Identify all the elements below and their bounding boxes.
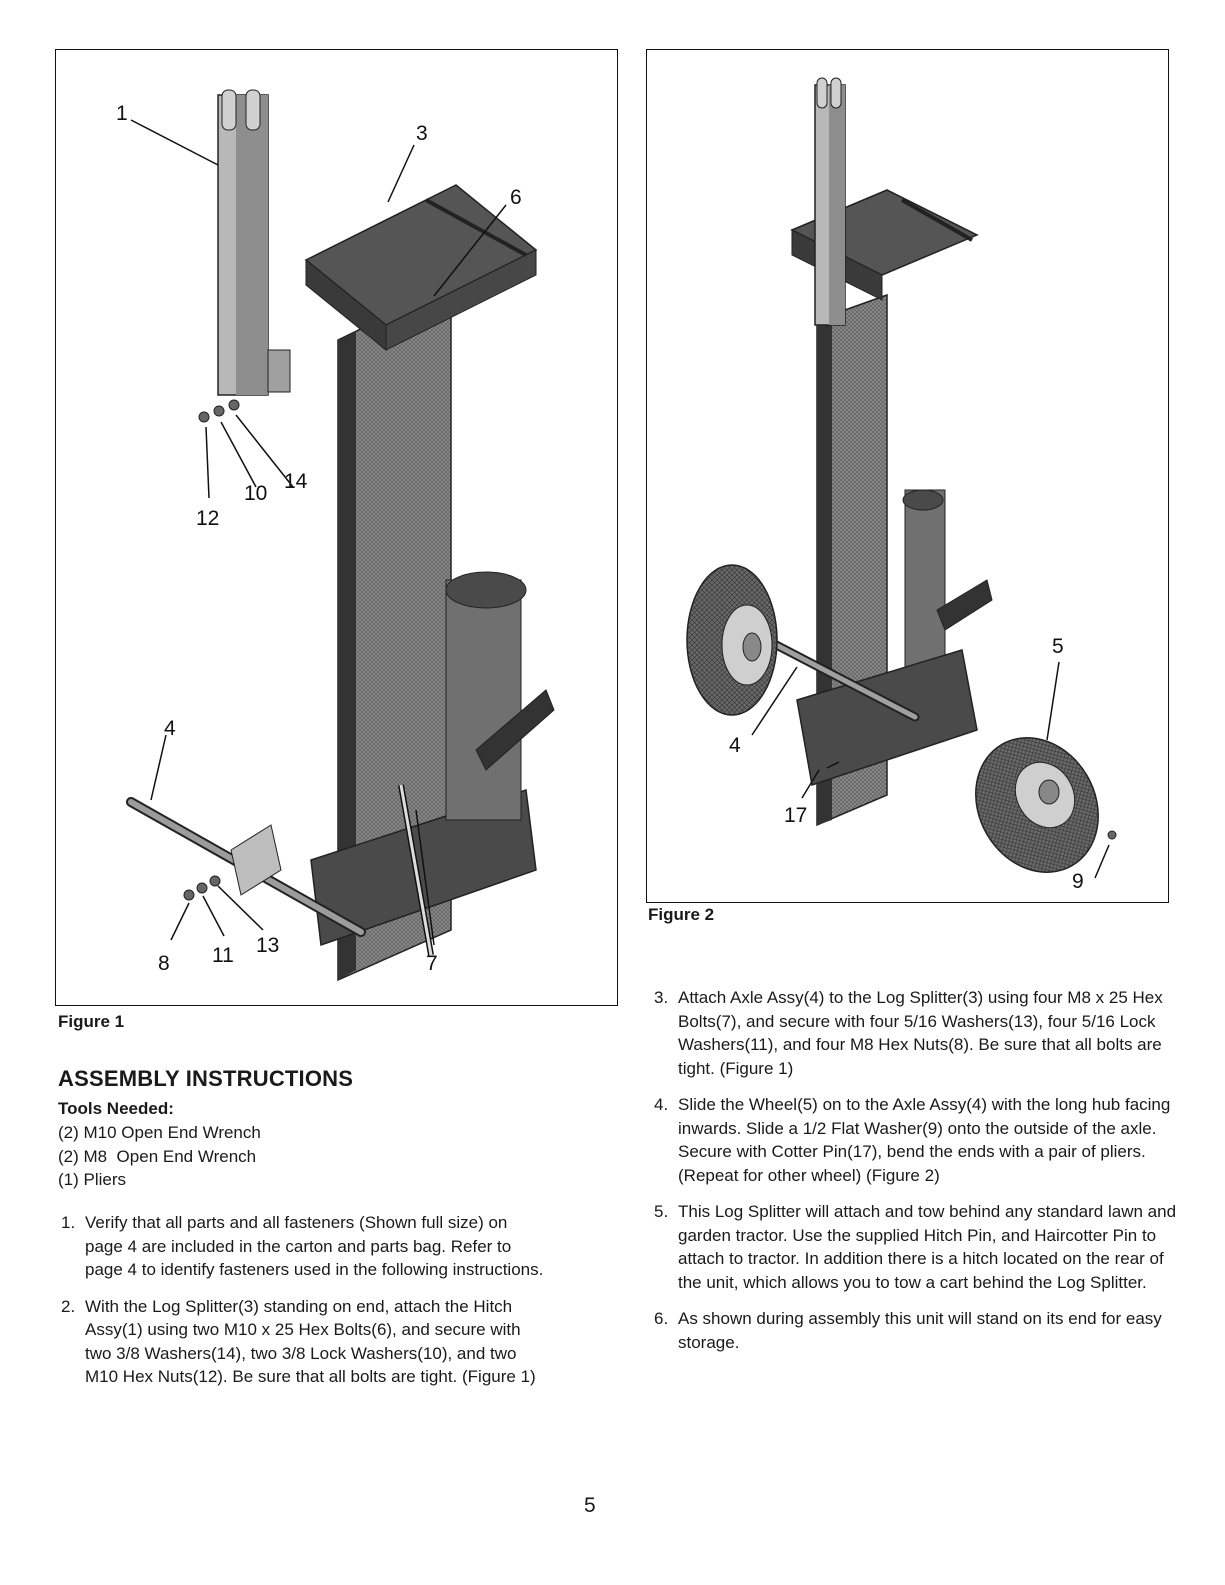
tool-item: (2) M10 Open End Wrench [58,1123,261,1142]
step-text: This Log Splitter will attach and tow be… [678,1202,1177,1292]
callout-3: 3 [416,122,428,145]
section-heading: ASSEMBLY INSTRUCTIONS [58,1066,354,1091]
axle-assy-part [126,797,366,937]
step-number: 5. [654,1202,669,1221]
callout-8: 8 [158,952,170,975]
step-number: 1. [61,1213,76,1232]
instruction-steps-left: 1. Verify that all parts and all fastene… [58,1211,548,1402]
tools-needed-label: Tools Needed: [58,1099,174,1118]
tool-item: (1) Pliers [58,1170,127,1189]
instruction-step: 2. With the Log Splitter(3) standing on … [58,1295,548,1389]
step-text: Slide the Wheel(5) on to the Axle Assy(4… [678,1095,1171,1185]
callout-4: 4 [729,734,741,757]
instruction-steps-right: 3. Attach Axle Assy(4) to the Log Splitt… [651,986,1181,1367]
hitch-assy-part [217,89,291,396]
step-text: Verify that all parts and all fasteners … [85,1213,544,1279]
instruction-step: 6. As shown during assembly this unit wi… [651,1307,1181,1354]
page-number: 5 [584,1494,596,1517]
hitch-assy-part [814,77,846,326]
instruction-step: 5. This Log Splitter will attach and tow… [651,1200,1181,1294]
figure-1-caption: Figure 1 [58,1012,125,1031]
callout-14: 14 [284,470,308,493]
log-splitter-assembled-drawing: 5 4 17 9 [686,77,1117,893]
wheel-right-part [975,737,1099,873]
tools-list: (2) M10 Open End Wrench (2) M8 Open End … [58,1121,261,1192]
callout-10: 10 [244,482,267,505]
callout-9: 9 [1072,870,1084,893]
instruction-step: 4. Slide the Wheel(5) on to the Axle Ass… [651,1093,1181,1187]
tool-item: (2) M8 Open End Wrench [58,1146,257,1166]
log-splitter-body-part [304,184,555,982]
step-text: As shown during assembly this unit will … [678,1309,1162,1352]
figure-2-caption: Figure 2 [648,905,715,924]
callout-6: 6 [510,186,522,209]
callout-12: 12 [196,507,219,530]
axle-assy-part [752,630,920,722]
instruction-step: 3. Attach Axle Assy(4) to the Log Splitt… [651,986,1181,1080]
callout-1: 1 [116,102,128,125]
figure-1-illustration: 1 3 6 14 10 12 4 13 11 8 7 [55,49,618,1006]
step-number: 3. [654,988,669,1007]
step-text: With the Log Splitter(3) standing on end… [85,1296,536,1387]
step-number: 2. [61,1296,76,1316]
callout-5: 5 [1052,635,1064,658]
figure-2-illustration: 5 4 17 9 [646,49,1169,903]
callout-11: 11 [212,944,234,967]
step-number: 6. [654,1309,669,1328]
callout-17: 17 [784,804,807,827]
callout-13: 13 [256,934,279,957]
callout-4: 4 [164,717,176,740]
step-text: Attach Axle Assy(4) to the Log Splitter(… [678,988,1163,1078]
instruction-step: 1. Verify that all parts and all fastene… [58,1211,548,1282]
wheel-left-part [686,564,778,716]
callout-7: 7 [426,952,438,975]
log-splitter-body-part [790,189,993,827]
step-number: 4. [654,1095,669,1114]
log-splitter-exploded-drawing: 1 3 6 14 10 12 4 13 11 8 7 [116,89,555,982]
